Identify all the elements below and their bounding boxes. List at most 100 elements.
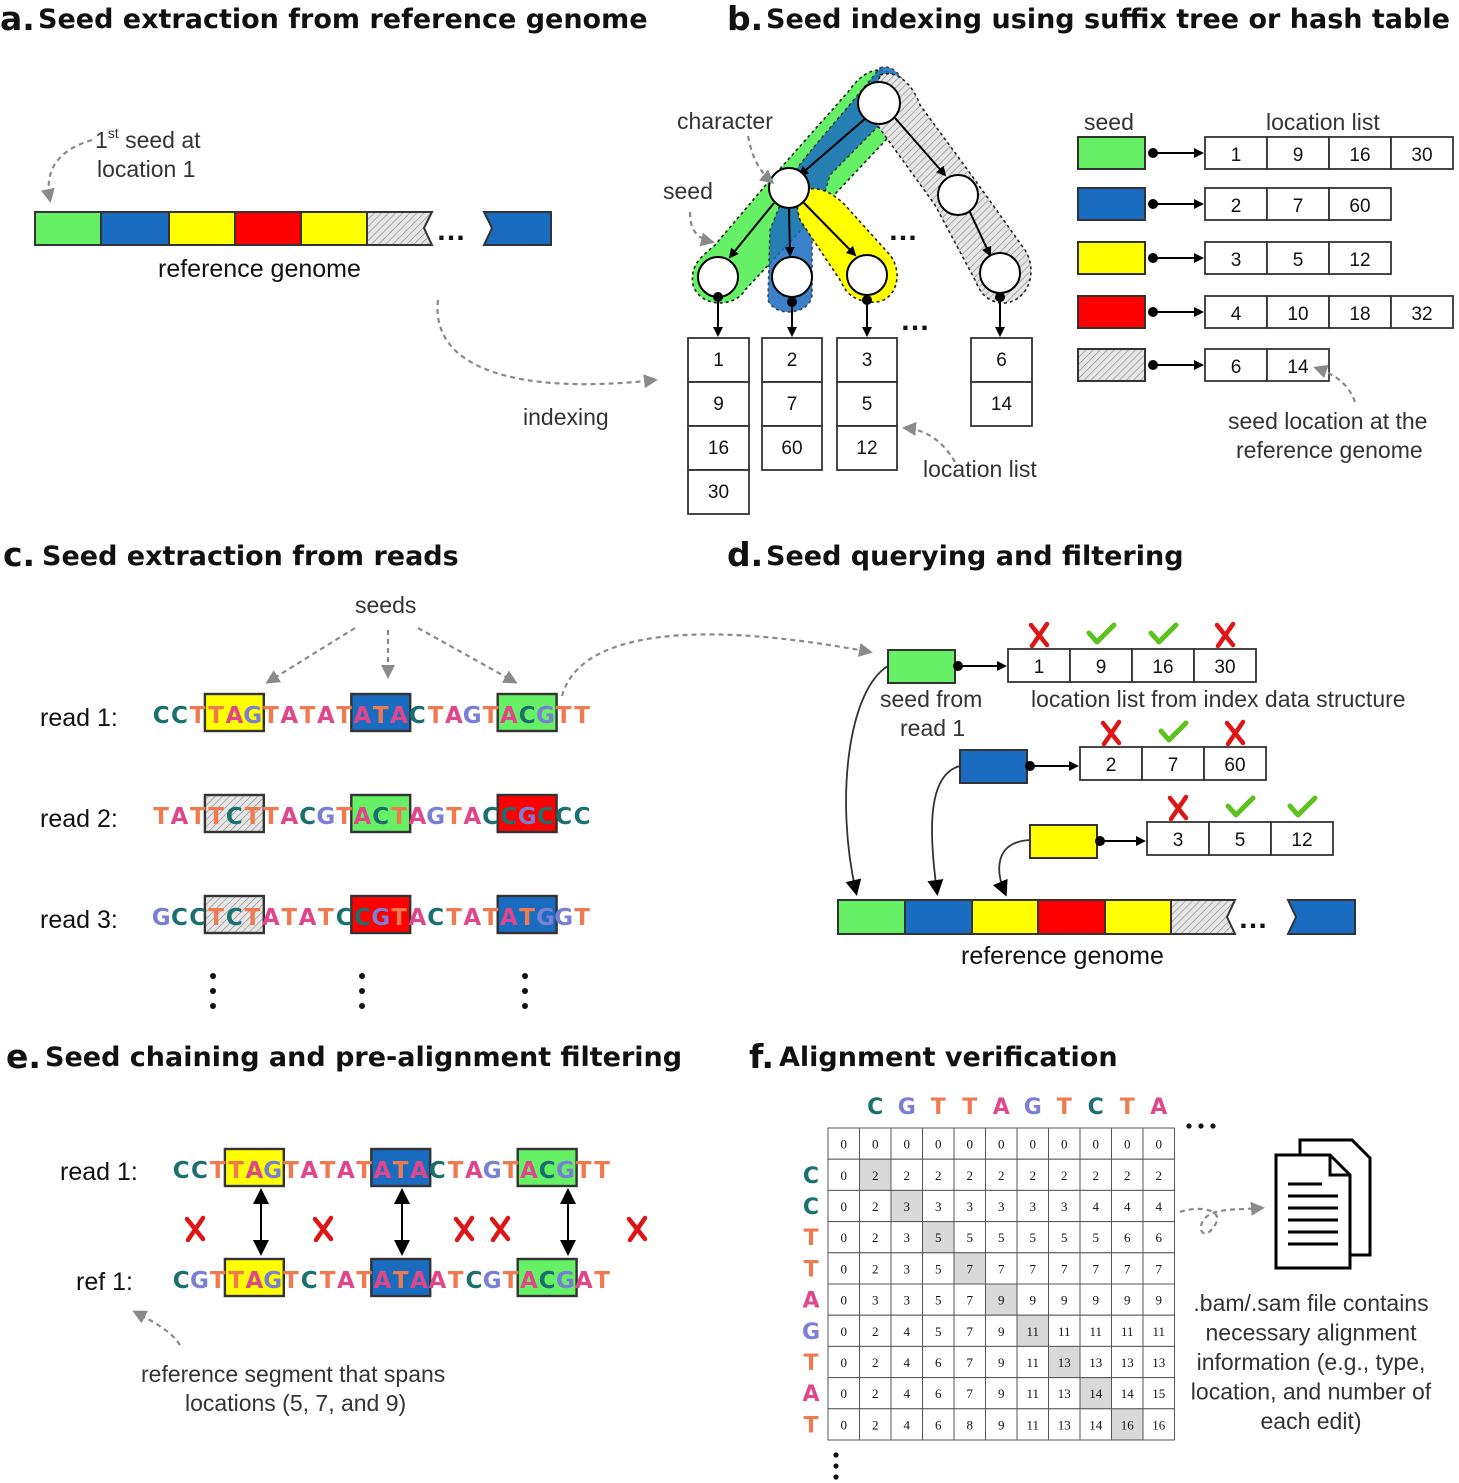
genome-d-yellow-2 bbox=[1104, 899, 1172, 935]
tree-list-value: 2 bbox=[787, 350, 798, 371]
genome-seed-green bbox=[34, 211, 102, 246]
base-T: T bbox=[448, 1158, 464, 1184]
matrix-value: 7 bbox=[967, 1293, 974, 1308]
base-C: C bbox=[299, 804, 316, 830]
matrix-value: 3 bbox=[998, 1199, 1005, 1214]
hash-list-cell bbox=[1204, 241, 1268, 275]
base-T: T bbox=[393, 1158, 409, 1184]
base-A: A bbox=[410, 1268, 428, 1294]
matrix-value: 2 bbox=[904, 1168, 911, 1183]
matrix-row-base: G bbox=[802, 1320, 820, 1345]
base-T: T bbox=[391, 804, 407, 830]
query-seed-green bbox=[887, 649, 956, 684]
panel-c-letter: c. bbox=[3, 535, 35, 574]
doc-front bbox=[1274, 1153, 1352, 1270]
base-C: C bbox=[336, 905, 353, 931]
matrix-cell bbox=[1048, 1127, 1081, 1160]
matrix-cell bbox=[1111, 1158, 1144, 1191]
base-T: T bbox=[428, 703, 444, 729]
matrix-value: 11 bbox=[1026, 1355, 1039, 1370]
base-C: C bbox=[354, 905, 371, 931]
matrix-value: 11 bbox=[1026, 1417, 1039, 1432]
base-T: T bbox=[283, 1158, 299, 1184]
matrix-value: 14 bbox=[1121, 1386, 1135, 1401]
matrix-value: 9 bbox=[1030, 1293, 1037, 1308]
matrix-to-file-arrow bbox=[1179, 1201, 1265, 1235]
matrix-value: 5 bbox=[1030, 1230, 1037, 1245]
file-note-line: information (e.g., type, bbox=[1197, 1349, 1426, 1375]
tree-list-cell bbox=[970, 337, 1033, 383]
seed-box-yellow bbox=[203, 692, 265, 733]
base-G: G bbox=[243, 703, 262, 729]
matrix-value: 7 bbox=[967, 1386, 974, 1401]
location-list-label-tree: location list bbox=[923, 456, 1037, 482]
base-A: A bbox=[410, 1158, 428, 1184]
cross-icon bbox=[489, 1215, 511, 1243]
matrix-value: 5 bbox=[998, 1230, 1005, 1245]
base-T: T bbox=[320, 1158, 336, 1184]
matrix-cell bbox=[1111, 1377, 1144, 1410]
query-list-cell bbox=[1141, 746, 1205, 781]
tree-leaf-3 bbox=[846, 254, 888, 296]
first-seed-note-line2: location 1 bbox=[97, 156, 195, 182]
seed-box-red bbox=[350, 894, 412, 935]
query-list-cell bbox=[1007, 648, 1071, 683]
chain-seed-box-blue bbox=[370, 1147, 432, 1188]
panel-e-letter: e. bbox=[6, 1037, 41, 1076]
matrix-cell bbox=[827, 1345, 860, 1379]
matrix-cell bbox=[953, 1158, 986, 1191]
matrix-cell bbox=[985, 1158, 1018, 1191]
matrix-cell bbox=[985, 1189, 1018, 1223]
document-icon bbox=[1274, 1138, 1372, 1270]
base-C: C bbox=[537, 804, 554, 830]
base-T: T bbox=[320, 1268, 336, 1294]
matrix-value: 9 bbox=[1093, 1293, 1100, 1308]
panel-a-letter: a. bbox=[0, 0, 35, 38]
matrix-cell bbox=[890, 1345, 923, 1379]
tree-list-value: 12 bbox=[856, 438, 877, 459]
matrix-value: 13 bbox=[1058, 1417, 1071, 1432]
query-curve-blue bbox=[927, 765, 961, 896]
matrix-cell bbox=[953, 1314, 986, 1347]
first-seed-note: 1st seed at bbox=[95, 125, 201, 153]
vdot bbox=[210, 1003, 216, 1009]
matrix-value: 0 bbox=[841, 1417, 848, 1432]
base-T: T bbox=[391, 905, 407, 931]
matrix-value: 15 bbox=[1152, 1386, 1165, 1401]
matrix-cell bbox=[827, 1127, 860, 1160]
matrix-value: 2 bbox=[1030, 1168, 1037, 1183]
base-G: G bbox=[483, 1158, 502, 1184]
matrix-value: 7 bbox=[967, 1261, 974, 1276]
tree-list-value: 6 bbox=[996, 350, 1007, 371]
matrix-value: 2 bbox=[1061, 1168, 1068, 1183]
matrix-value: 7 bbox=[1030, 1261, 1037, 1276]
matrix-value: 0 bbox=[841, 1293, 848, 1308]
query-list-value: 5 bbox=[1235, 830, 1246, 851]
matrix-value: 0 bbox=[1030, 1137, 1037, 1152]
vdot bbox=[359, 973, 365, 979]
matrix-row-base: C bbox=[803, 1164, 819, 1189]
seed-location-note-2: reference genome bbox=[1236, 437, 1423, 463]
base-C: C bbox=[171, 905, 188, 931]
matrix-cell bbox=[1142, 1252, 1175, 1285]
matrix-value: 0 bbox=[841, 1168, 848, 1183]
tree-edge-root-right bbox=[894, 117, 947, 177]
hash-list-value: 60 bbox=[1349, 196, 1370, 217]
base-T: T bbox=[483, 905, 499, 931]
check-icon bbox=[1225, 795, 1256, 818]
hash-list-cell bbox=[1204, 295, 1268, 329]
seeds-arrow-3 bbox=[417, 627, 518, 684]
base-C: C bbox=[226, 804, 243, 830]
matrix-value: 5 bbox=[935, 1324, 942, 1339]
hash-list-value: 30 bbox=[1411, 145, 1432, 166]
matrix-cell bbox=[922, 1252, 955, 1285]
base-T: T bbox=[336, 703, 352, 729]
matrix-value: 7 bbox=[1124, 1261, 1131, 1276]
tree-list-value: 14 bbox=[991, 394, 1013, 415]
tree-ellipsis-2: … bbox=[900, 304, 930, 337]
matrix-value: 16 bbox=[1121, 1417, 1135, 1432]
vdot bbox=[833, 1463, 839, 1469]
matrix-cell bbox=[827, 1158, 860, 1191]
hash-list-cell bbox=[1328, 187, 1392, 221]
matrix-row-base: T bbox=[803, 1226, 818, 1251]
